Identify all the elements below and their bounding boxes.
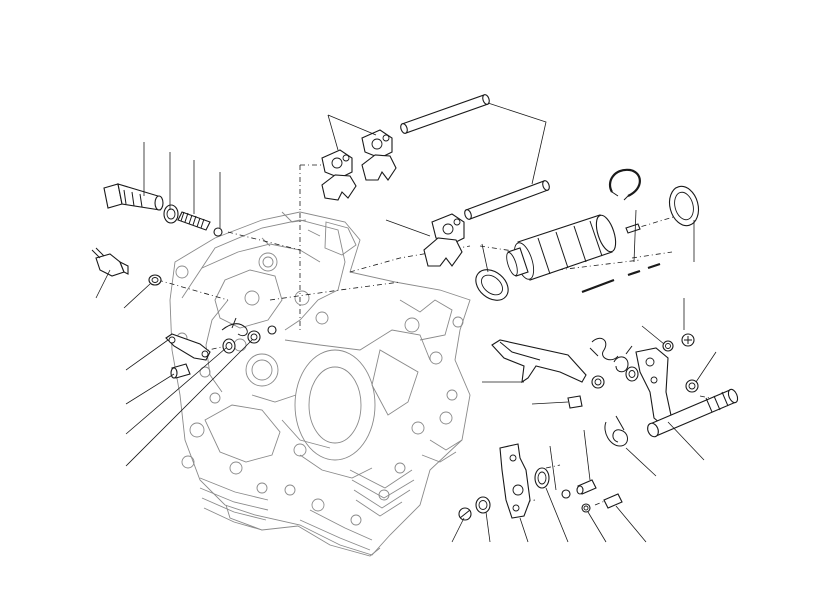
selector-plate-washer [534, 467, 550, 489]
ratchet-pin-bolt [567, 395, 583, 409]
stopper-spring [221, 317, 248, 337]
detent-washer [163, 204, 179, 224]
shift-fork-left [321, 149, 357, 201]
selector-plate-nut [561, 489, 571, 499]
drum-end-washer [475, 269, 509, 301]
stopper-collar [247, 330, 261, 344]
ratchet-spring [589, 337, 619, 361]
neutral-switch-washer [148, 274, 162, 286]
lower-circlip [458, 507, 472, 521]
selector-plate-bolt-lower [603, 493, 623, 509]
gearshift-shaft [647, 388, 739, 438]
shift-fork-lower [423, 213, 465, 267]
shift-rod-lower [464, 180, 550, 220]
drum-snap-ring [608, 168, 641, 201]
selector-plate-bolt-upper [576, 479, 597, 495]
leader-lines [95, 102, 717, 543]
gearshift-lever-plate [635, 347, 673, 429]
drum-large-washer [668, 185, 700, 227]
pawl-spring-collar [625, 366, 639, 382]
selector-drum [506, 214, 661, 294]
crankcase [169, 211, 471, 557]
ratchet-pawl-roller [591, 375, 605, 389]
detent-ball [213, 227, 223, 237]
detent-bolt [103, 183, 164, 211]
lower-washer [475, 496, 491, 514]
shift-rod-upper [400, 94, 490, 134]
shaft-collar-nut [685, 379, 699, 393]
shaft-small-washer [662, 340, 674, 352]
shaft-return-spring [604, 415, 628, 447]
drum-pin [625, 223, 641, 234]
stopper-nut [267, 325, 277, 335]
selector-plate-small-washer [581, 503, 591, 513]
stopper-bolt [170, 363, 191, 379]
neutral-switch [91, 247, 129, 277]
shift-fork-middle [361, 129, 397, 181]
stopper-washer [222, 338, 236, 354]
selector-plate [499, 443, 531, 519]
stopper-lever [165, 333, 211, 361]
shaft-circlip [681, 333, 695, 347]
pawl-spring-small [613, 345, 633, 373]
shift-ratchet-arm [491, 339, 587, 384]
detent-spring [177, 211, 211, 231]
